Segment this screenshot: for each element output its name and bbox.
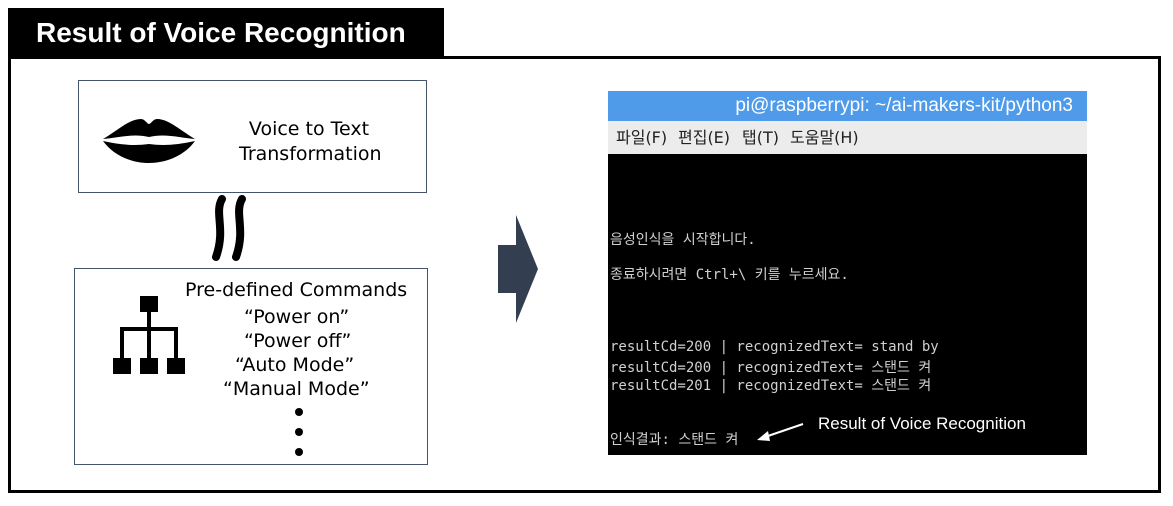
command-item: “Manual Mode” [223,378,370,400]
arrow-right-icon [498,215,538,323]
commands-title: Pre-defined Commands [185,279,408,301]
voice-to-text-box: Voice to Text Transformation [78,80,427,193]
terminal-line: resultCd=200 | recognizedText= stand by [610,339,939,355]
ellipsis-dots-icon [295,408,303,456]
command-item: “Auto Mode” [235,354,355,376]
terminal-line: 인식결과: 스탠드 켜 [610,432,739,448]
terminal-line: 종료하시려면 Ctrl+\ 키를 누르세요. [610,267,849,283]
terminal-menubar: 파일(F) 편집(E) 탭(T) 도움말(H) [608,121,1087,154]
diagram-title: Result of Voice Recognition [8,8,444,58]
voice-to-text-label: Voice to Text Transformation [239,117,382,167]
terminal-line: 음성인식을 시작합니다. [610,232,756,248]
terminal-line: resultCd=201 | recognizedText= 스탠드 켜 [610,378,932,394]
voice-text-line-1: Voice to Text [248,118,370,140]
terminal-line: resultCd=200 | recognizedText= 스탠드 켜 [610,360,932,376]
command-item: “Power on” [244,306,350,328]
command-item: “Power off” [244,330,352,352]
terminal-titlebar: pi@raspberrypi: ~/ai-makers-kit/python3 [608,91,1087,121]
voice-text-line-2: Transformation [239,143,382,165]
pointer-arrow-icon [757,423,804,441]
menu-edit[interactable]: 편집(E) [678,128,731,147]
lips-icon [103,119,195,163]
menu-tab[interactable]: 탭(T) [742,128,779,147]
main-frame [8,56,1161,493]
terminal-window: pi@raspberrypi: ~/ai-makers-kit/python3 … [608,91,1087,455]
commands-box: Pre-defined Commands “Power on” “Power o… [74,268,428,465]
menu-help[interactable]: 도움말(H) [790,128,859,147]
menu-file[interactable]: 파일(F) [616,128,668,147]
hierarchy-icon [113,296,185,374]
annotation-label: Result of Voice Recognition [818,414,1026,433]
connector-waves [212,195,246,261]
